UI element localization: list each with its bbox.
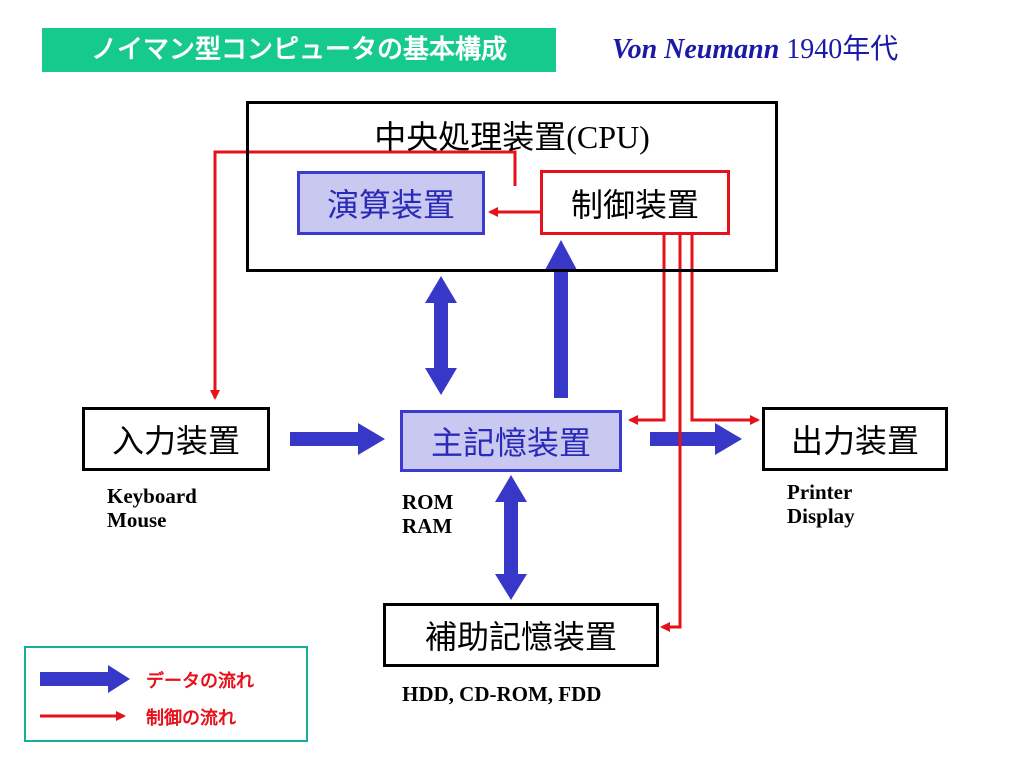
- alu-box: 演算装置: [297, 171, 485, 235]
- output-example-display: Display: [787, 504, 855, 528]
- control-line-to-output: [690, 235, 760, 425]
- page-title: ノイマン型コンピュータの基本構成: [42, 28, 556, 72]
- control-line-to-storage: [660, 235, 682, 632]
- storage-examples: HDD, CD-ROM, FDD: [402, 682, 602, 706]
- output-device-box: 出力装置: [762, 407, 948, 471]
- cpu-label-jp: 中央処理装置: [374, 118, 567, 156]
- input-example-keyboard: Keyboard: [107, 484, 197, 508]
- cpu-container: [246, 101, 778, 272]
- legend-data-flow-label: データの流れ: [146, 671, 254, 692]
- cpu-label: 中央処理装置(CPU): [250, 112, 774, 158]
- auxiliary-storage-box: 補助記憶装置: [383, 603, 659, 667]
- legend: [24, 646, 308, 742]
- output-examples: Printer Display: [787, 480, 855, 528]
- subtitle-era: 1940年代: [779, 34, 899, 65]
- input-example-mouse: Mouse: [107, 508, 167, 532]
- legend-control-flow-label: 制御の流れ: [146, 708, 236, 729]
- data-arrow-memory-to-control: [545, 240, 577, 398]
- output-example-printer: Printer: [787, 480, 853, 504]
- memory-examples: ROM RAM: [402, 490, 453, 538]
- data-arrow-memory-storage-bidirectional: [495, 475, 527, 600]
- control-line-to-memory: [628, 235, 666, 425]
- data-arrow-input-to-memory: [290, 423, 385, 455]
- control-unit-box: 制御装置: [540, 170, 730, 235]
- data-arrow-memory-cpu-bidirectional: [425, 276, 457, 395]
- memory-example-rom: ROM: [402, 490, 454, 514]
- input-device-box: 入力装置: [82, 407, 270, 471]
- cpu-label-en: (CPU): [566, 119, 650, 155]
- control-line-to-input: [210, 150, 517, 400]
- subtitle: Von Neumann 1940年代: [612, 28, 992, 72]
- subtitle-name: Von Neumann: [612, 34, 780, 65]
- input-examples: Keyboard Mouse: [107, 484, 197, 532]
- memory-example-ram: RAM: [402, 514, 453, 538]
- data-arrow-memory-to-output: [650, 423, 742, 455]
- legend-data-arrow-sample: [40, 665, 130, 693]
- main-memory-box: 主記憶装置: [400, 410, 622, 472]
